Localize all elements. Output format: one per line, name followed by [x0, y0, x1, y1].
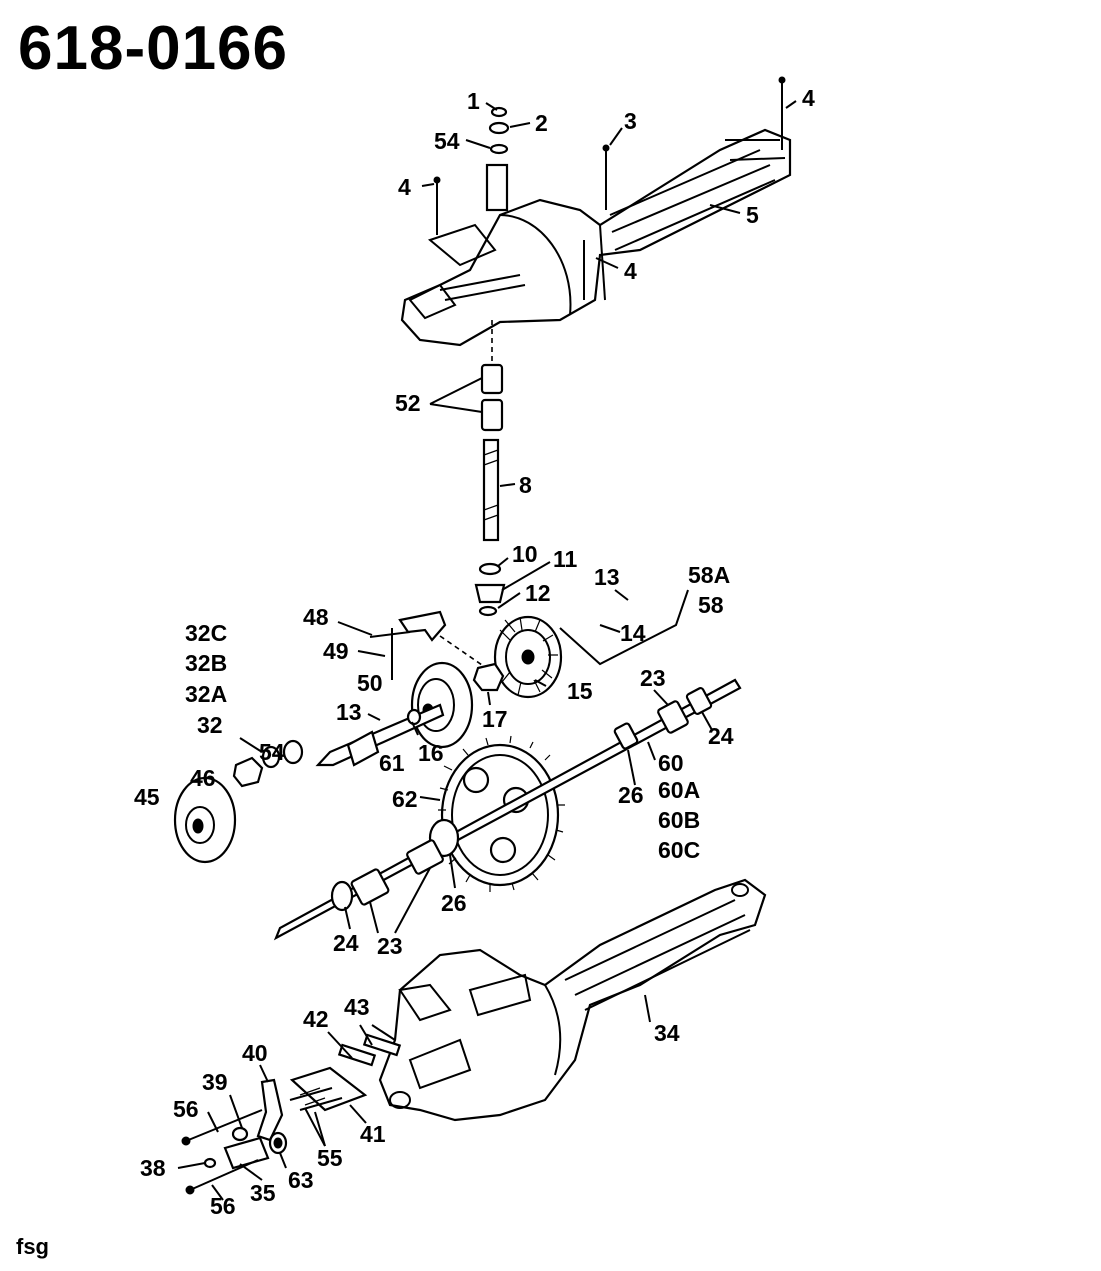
callout-16: 16: [418, 740, 444, 766]
callout-12: 12: [525, 580, 551, 606]
callout-60: 60: [658, 750, 684, 776]
callout-41: 41: [360, 1121, 386, 1147]
callout-38: 38: [140, 1155, 166, 1181]
callout-32A: 32A: [185, 681, 228, 707]
input-shaft: [482, 438, 500, 542]
callout-4-mid: 4: [624, 258, 637, 284]
callout-14: 14: [620, 620, 646, 646]
lower-housing: [378, 878, 767, 1122]
callout-49: 49: [323, 638, 349, 664]
callout-40: 40: [242, 1040, 268, 1066]
upper-housing: [400, 128, 792, 347]
callout-60A: 60A: [658, 777, 701, 803]
callout-54-lower: 54: [259, 739, 285, 765]
callout-5: 5: [746, 202, 759, 228]
spacer-32: [261, 745, 281, 769]
callout-63: 63: [288, 1167, 314, 1193]
pulley-45: [173, 776, 237, 864]
callout-8: 8: [519, 472, 532, 498]
callout-13-right: 13: [594, 564, 620, 590]
callout-56-upper: 56: [173, 1096, 199, 1122]
callout-13-left: 13: [336, 699, 362, 725]
callout-46: 46: [190, 765, 216, 791]
top-washers: [488, 106, 510, 155]
callout-62: 62: [392, 786, 418, 812]
callout-32C: 32C: [185, 620, 228, 646]
pinion-gear: [474, 562, 506, 617]
nut-46: [232, 756, 264, 788]
callout-52: 52: [395, 390, 421, 416]
callout-43: 43: [344, 994, 370, 1020]
callout-61: 61: [379, 750, 405, 776]
callout-4-right: 4: [802, 85, 815, 111]
callout-26-upper: 26: [618, 782, 644, 808]
callout-2: 2: [535, 110, 548, 136]
callout-48: 48: [303, 604, 329, 630]
callout-24-lower: 24: [333, 930, 359, 956]
callout-4-left: 4: [398, 174, 411, 200]
bevel-gear: [493, 615, 563, 699]
bearings: [480, 363, 504, 432]
callout-39: 39: [202, 1069, 228, 1095]
callout-23-lower: 23: [377, 933, 403, 959]
callout-32: 32: [197, 712, 223, 738]
shift-fork: [369, 610, 447, 680]
leader-lines: [177, 100, 797, 1201]
callout-60B: 60B: [658, 807, 701, 833]
callout-15: 15: [567, 678, 593, 704]
callout-32B: 32B: [185, 650, 228, 676]
callout-11: 11: [553, 546, 578, 572]
callout-35: 35: [250, 1180, 276, 1206]
callout-56-lower: 56: [210, 1193, 236, 1219]
callout-42: 42: [303, 1006, 329, 1032]
callout-58A: 58A: [688, 562, 731, 588]
callout-55: 55: [317, 1145, 343, 1171]
callout-54: 54: [434, 128, 460, 154]
callout-26-lower: 26: [441, 890, 467, 916]
callout-17: 17: [482, 706, 508, 732]
callout-60C: 60C: [658, 837, 701, 863]
callout-1: 1: [467, 88, 480, 114]
callout-10: 10: [512, 541, 538, 567]
brake-disc: [410, 661, 474, 749]
shift-lever: [181, 1078, 343, 1195]
callout-34: 34: [654, 1020, 680, 1046]
footer-code: fsg: [16, 1234, 49, 1259]
callout-58: 58: [698, 592, 724, 618]
part-number-title: 618-0166: [18, 14, 289, 83]
small-gear: [472, 662, 505, 692]
callout-3: 3: [624, 108, 637, 134]
callout-45: 45: [134, 784, 160, 810]
washer-54: [282, 739, 304, 765]
callout-50: 50: [357, 670, 383, 696]
brake-shaft: [315, 703, 445, 767]
axle-shaft: [273, 678, 742, 941]
callout-24-upper: 24: [708, 723, 734, 749]
housing-bolts: [433, 76, 786, 300]
callout-23-upper: 23: [640, 665, 666, 691]
